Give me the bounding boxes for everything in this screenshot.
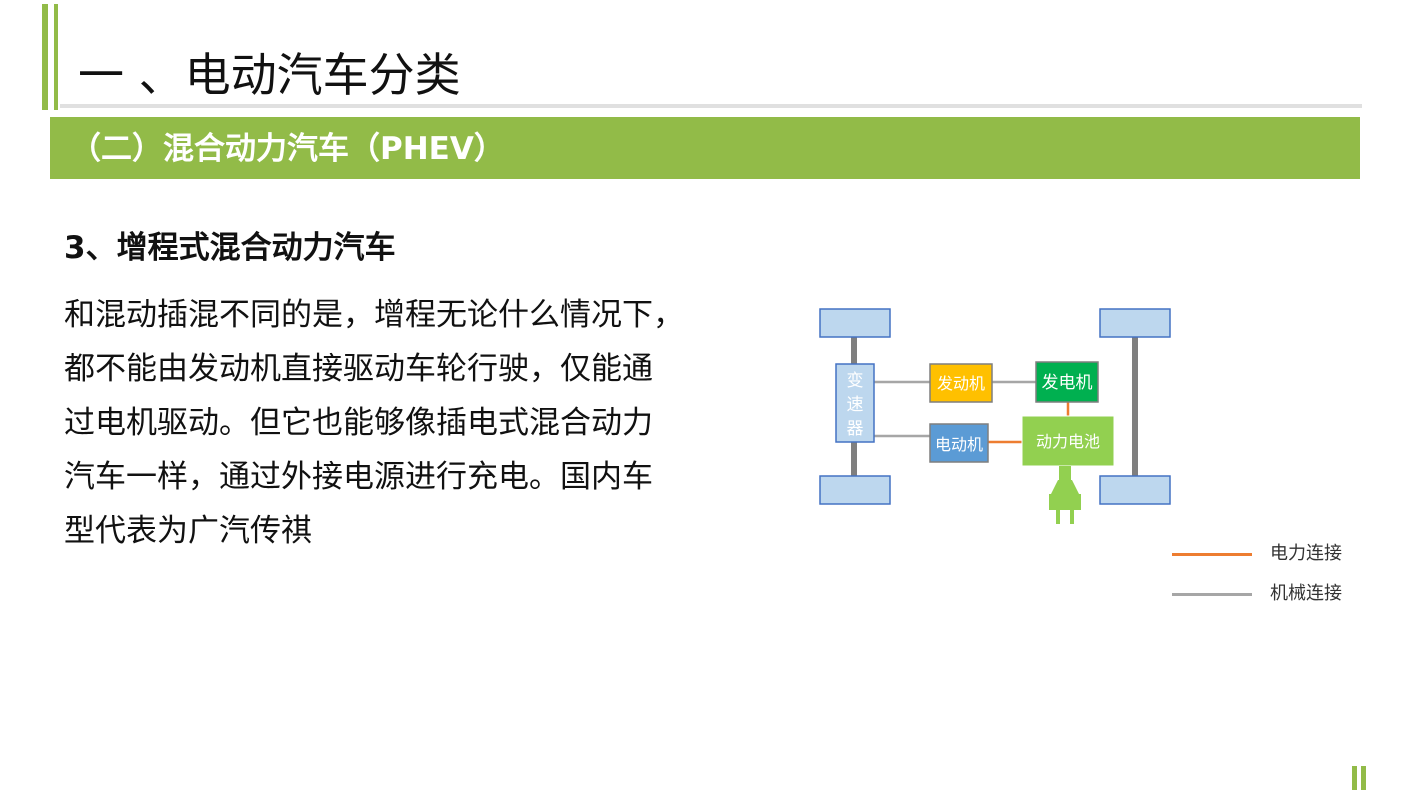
wheel-rear-top [1099, 308, 1171, 338]
header-accent-bar-thin [54, 4, 58, 110]
section-banner [50, 117, 1360, 179]
motor-label: 电动机 [935, 435, 983, 454]
transmission-label-2: 速 [847, 395, 864, 415]
wheel-front-bottom [819, 475, 891, 505]
paragraph-line: 都不能由发动机直接驱动车轮行驶，仅能通 [64, 351, 653, 387]
corner-accent-bar [1352, 766, 1357, 790]
section-banner-title: （二）混合动力汽车（PHEV） [70, 131, 505, 167]
legend-mechanical-swatch [1172, 593, 1252, 596]
generator-label: 发电机 [1042, 373, 1093, 393]
paragraph-line: 型代表为广汽传祺 [64, 513, 312, 549]
engine-box [929, 363, 993, 403]
motor-box [929, 423, 989, 463]
generator-box [1035, 361, 1099, 403]
battery-label: 动力电池 [1036, 432, 1100, 451]
transmission-box [835, 363, 875, 443]
powertrain-diagram: 变 速 器 发动机 发电机 电动机 动力电池 [819, 308, 1171, 524]
paragraph-line: 和混动插混不同的是，增程无论什么情况下， [64, 297, 684, 333]
legend-electric-swatch [1172, 553, 1252, 556]
transmission-label-3: 器 [847, 419, 864, 439]
charging-plug-icon [1049, 466, 1081, 524]
wheel-rear-bottom [1099, 475, 1171, 505]
paragraph-line: 汽车一样，通过外接电源进行充电。国内车 [64, 459, 653, 495]
paragraph-line: 过电机驱动。但它也能够像插电式混合动力 [64, 405, 653, 441]
wheel-front-top [819, 308, 891, 338]
battery-box [1021, 415, 1115, 467]
legend-electric-label: 电力连接 [1270, 543, 1342, 564]
legend-mechanical-label: 机械连接 [1270, 583, 1342, 604]
title-underline [60, 104, 1362, 108]
transmission-label-1: 变 [847, 371, 864, 391]
page-title: 一 、电动汽车分类 [78, 48, 461, 102]
subheading: 3、增程式混合动力汽车 [64, 230, 396, 266]
engine-label: 发动机 [937, 374, 985, 393]
header-accent-bar [42, 4, 48, 110]
body-paragraph: 和混动插混不同的是，增程无论什么情况下， 都不能由发动机直接驱动车轮行驶，仅能通… [64, 288, 764, 558]
corner-accent-bar [1361, 766, 1366, 790]
